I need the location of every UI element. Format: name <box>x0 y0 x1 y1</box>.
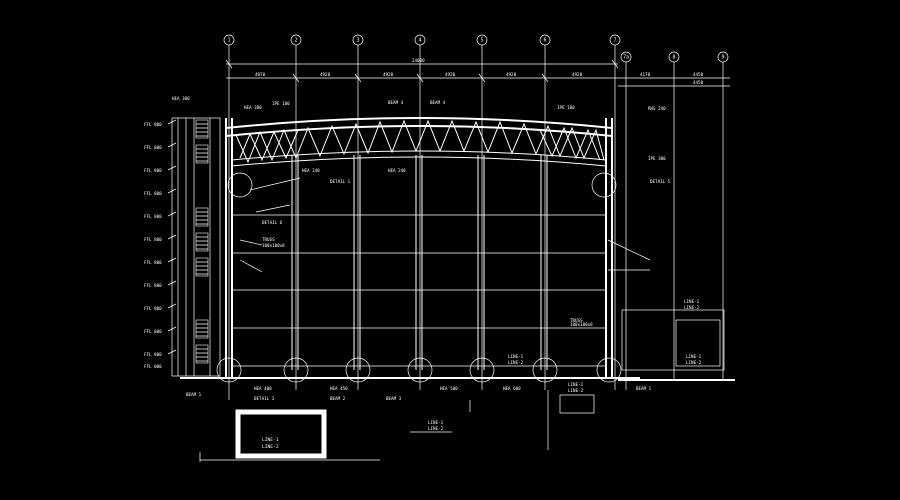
anno-detail-5: DETAIL 5 <box>650 179 671 184</box>
anno-beam-1: BEAM 1 <box>186 392 202 397</box>
anno-hea-240-b: HEA 240 <box>388 168 406 173</box>
elev-label-7: FFL 800 <box>144 260 162 265</box>
grid-bubble-label-9: 9 <box>721 55 724 61</box>
right-dim-1: 4170 <box>640 72 651 77</box>
grid-bubbles: 1 2 3 4 5 6 7 7a 8 9 <box>223 34 729 63</box>
grid-bubble-label-8: 8 <box>672 55 675 61</box>
anno-ipe-100-a: IPE 100 <box>272 101 290 106</box>
anno-hea-600: HEA 600 <box>503 386 521 391</box>
grid-bubble-label-3: 3 <box>356 38 359 44</box>
grid-bubble-label-6: 6 <box>543 38 546 44</box>
elev-label-bottom: FFL 000 <box>144 364 162 369</box>
foundation-block: LINE-1 LINE-2 <box>199 409 380 462</box>
anno-hea-240-a: HEA 240 <box>302 168 320 173</box>
top-dimensions: 24000 4870 4920 4920 4920 4920 4920 4170… <box>225 58 730 87</box>
anno-ipe-300: IPE 300 <box>648 156 666 161</box>
elev-label-10: FFL 800 <box>144 329 162 334</box>
right-line-1b: LINE-1 <box>686 354 702 359</box>
anno-beam-3: BEAM 3 <box>386 396 402 401</box>
bay-dim-3: 4920 <box>383 72 394 77</box>
bottom-line-2: LINE-2 <box>428 426 444 431</box>
mid-line-1: LINE-1 <box>508 354 524 359</box>
left-wall-panels <box>171 117 221 377</box>
foundation-line-1: LINE-1 <box>262 437 279 443</box>
grid-bubble-label-2: 2 <box>294 38 297 44</box>
grid-bubble-label-1: 1 <box>227 38 230 44</box>
anno-truss-2: TRUSS <box>570 318 583 323</box>
anno-beam-4-a: BEAM 4 <box>388 100 404 105</box>
elev-label-9: FFL 800 <box>144 306 162 311</box>
right-line-2b: LINE-2 <box>686 360 702 365</box>
anno-truss-dim-2: 100x100x8 <box>570 322 593 327</box>
elev-label-3: FFL 800 <box>144 168 162 173</box>
roof-truss <box>225 117 613 167</box>
grid-bubble-label-5: 5 <box>480 38 483 44</box>
anno-hea-300-a: HEA 300 <box>244 105 262 110</box>
grid-bubble-label-4: 4 <box>418 38 421 44</box>
center-line-2: LINE-2 <box>568 388 584 393</box>
anno-detail-1: DETAIL 1 <box>330 179 351 184</box>
base-detail-circles <box>216 172 622 383</box>
anno-hea-450: HEA 450 <box>330 386 348 391</box>
anno-beam-1-right: BEAM 1 <box>636 386 652 391</box>
anno-truss: TRUSS <box>262 237 275 242</box>
anno-hea-500: HEA 500 <box>440 386 458 391</box>
elev-label-2: FFL 800 <box>144 145 162 150</box>
anno-hea-300-b: HEA 300 <box>172 96 190 101</box>
anno-rhs-240: RHS 240 <box>648 106 666 111</box>
anno-detail-6: DETAIL 6 <box>262 220 283 225</box>
grid-lines <box>228 45 724 400</box>
right-secondary-frame: LINE-1 LINE-2 LINE-1 LINE-2 <box>618 299 735 381</box>
anno-beam-2: BEAM 2 <box>330 396 346 401</box>
bottom-line-1: LINE-1 <box>428 420 444 425</box>
anno-truss-dim: 100x100x8 <box>262 243 285 248</box>
grid-bubble-label-7: 7 <box>613 38 616 44</box>
elev-label-5: FFL 800 <box>144 214 162 219</box>
overall-dimension: 24000 <box>412 58 425 63</box>
elev-label-6: FFL 800 <box>144 237 162 242</box>
bay-dim-4: 4920 <box>445 72 456 77</box>
anno-beam-4-b: BEAM 4 <box>430 100 446 105</box>
annotations: HEA 300 HEA 300 IPE 100 IPE 100 BEAM 4 B… <box>172 96 671 401</box>
bay-dim-6: 4920 <box>572 72 583 77</box>
bay-dim-5: 4920 <box>506 72 517 77</box>
elev-label-4: FFL 800 <box>144 191 162 196</box>
right-dim-2: 4450 <box>693 72 704 77</box>
bay-dim-1: 4870 <box>255 72 266 77</box>
center-line-1: LINE-1 <box>568 382 584 387</box>
anno-detail-3: DETAIL 3 <box>254 396 275 401</box>
anno-hea-400: HEA 400 <box>254 386 272 391</box>
bay-dim-2: 4920 <box>320 72 331 77</box>
elev-label-11: FFL 800 <box>144 352 162 357</box>
right-dim-3: 4450 <box>693 80 704 85</box>
right-line-2: LINE-2 <box>684 305 700 310</box>
grid-bubble-label-7a: 7a <box>623 55 629 61</box>
foundation-line-2: LINE-2 <box>262 444 279 450</box>
elev-label-8: FFL 800 <box>144 283 162 288</box>
bottom-line-labels: LINE-1 LINE-2 LINE-1 LINE-2 LINE-1 LINE-… <box>410 354 595 450</box>
mid-line-2: LINE-2 <box>508 360 524 365</box>
main-frame <box>180 118 640 379</box>
left-elevation-labels: FFL 800 FFL 800 FFL 800 FFL 800 FFL 800 … <box>144 119 177 369</box>
anno-ipe-100-b: IPE 100 <box>557 105 575 110</box>
right-line-1: LINE-1 <box>684 299 700 304</box>
elev-label-1: FFL 800 <box>144 122 162 127</box>
